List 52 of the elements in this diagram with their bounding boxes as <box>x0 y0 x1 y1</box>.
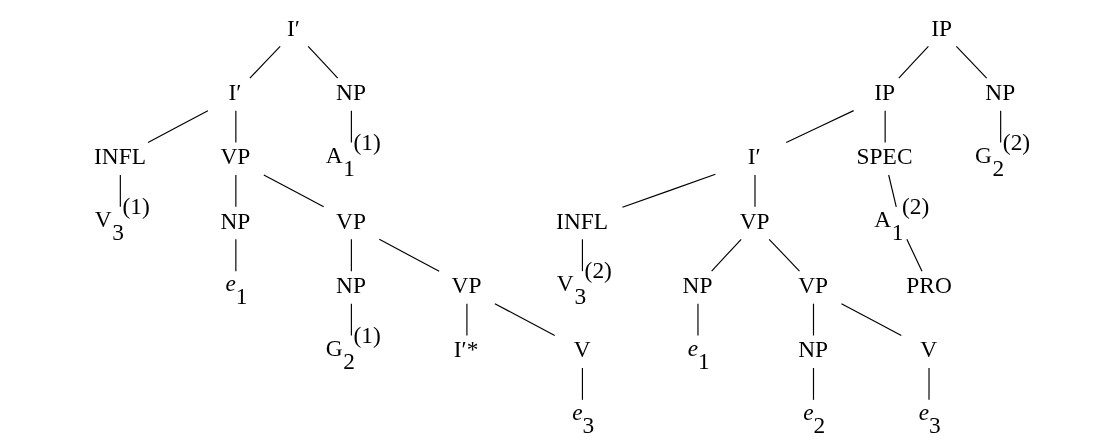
connector <box>248 45 281 79</box>
node-text: VP <box>797 271 828 298</box>
node-text: NP <box>682 271 712 298</box>
connector <box>581 367 583 401</box>
connector <box>262 174 324 208</box>
node-text: VP <box>451 271 481 298</box>
connector <box>234 174 236 208</box>
connector <box>812 367 814 401</box>
connector <box>621 173 716 208</box>
node-text: IP <box>930 14 952 41</box>
connector <box>955 45 987 79</box>
connector <box>840 303 902 337</box>
node-text: SPEC <box>856 143 912 170</box>
node-text: V <box>573 336 591 363</box>
connector <box>307 45 338 79</box>
node-text: NP <box>335 271 366 298</box>
connector <box>710 238 742 272</box>
node-text: INFL <box>555 207 608 234</box>
connector <box>785 110 854 144</box>
connector <box>581 238 583 272</box>
connector <box>350 238 352 272</box>
node-text: PRO <box>905 271 952 298</box>
node-text: NP <box>984 78 1015 105</box>
node-text: NP <box>220 207 250 234</box>
connector <box>350 110 352 144</box>
connector <box>350 303 352 337</box>
node-text: I′ <box>286 14 300 41</box>
node-text: VP <box>335 207 366 234</box>
node-text: I′* <box>453 336 478 363</box>
connector <box>465 303 467 337</box>
node-text: I′ <box>747 143 761 170</box>
connector <box>905 238 923 272</box>
connector <box>378 238 440 272</box>
connector <box>234 238 236 272</box>
node-text: VP <box>739 207 770 234</box>
connector <box>999 110 1001 144</box>
connector <box>897 45 929 79</box>
connector <box>768 238 800 272</box>
connector <box>884 110 886 144</box>
connector <box>234 110 236 144</box>
connector <box>119 174 121 208</box>
connector <box>812 303 814 337</box>
node-text: VP <box>220 143 250 170</box>
connector <box>887 174 897 208</box>
node-text: NP <box>797 336 828 363</box>
connector <box>493 303 555 337</box>
node-text: V <box>919 336 937 363</box>
node-text: NP <box>335 78 366 105</box>
node-text: IP <box>873 78 895 105</box>
node-text: INFL <box>93 143 146 170</box>
node-text: I′ <box>228 78 241 105</box>
connector <box>146 110 208 144</box>
